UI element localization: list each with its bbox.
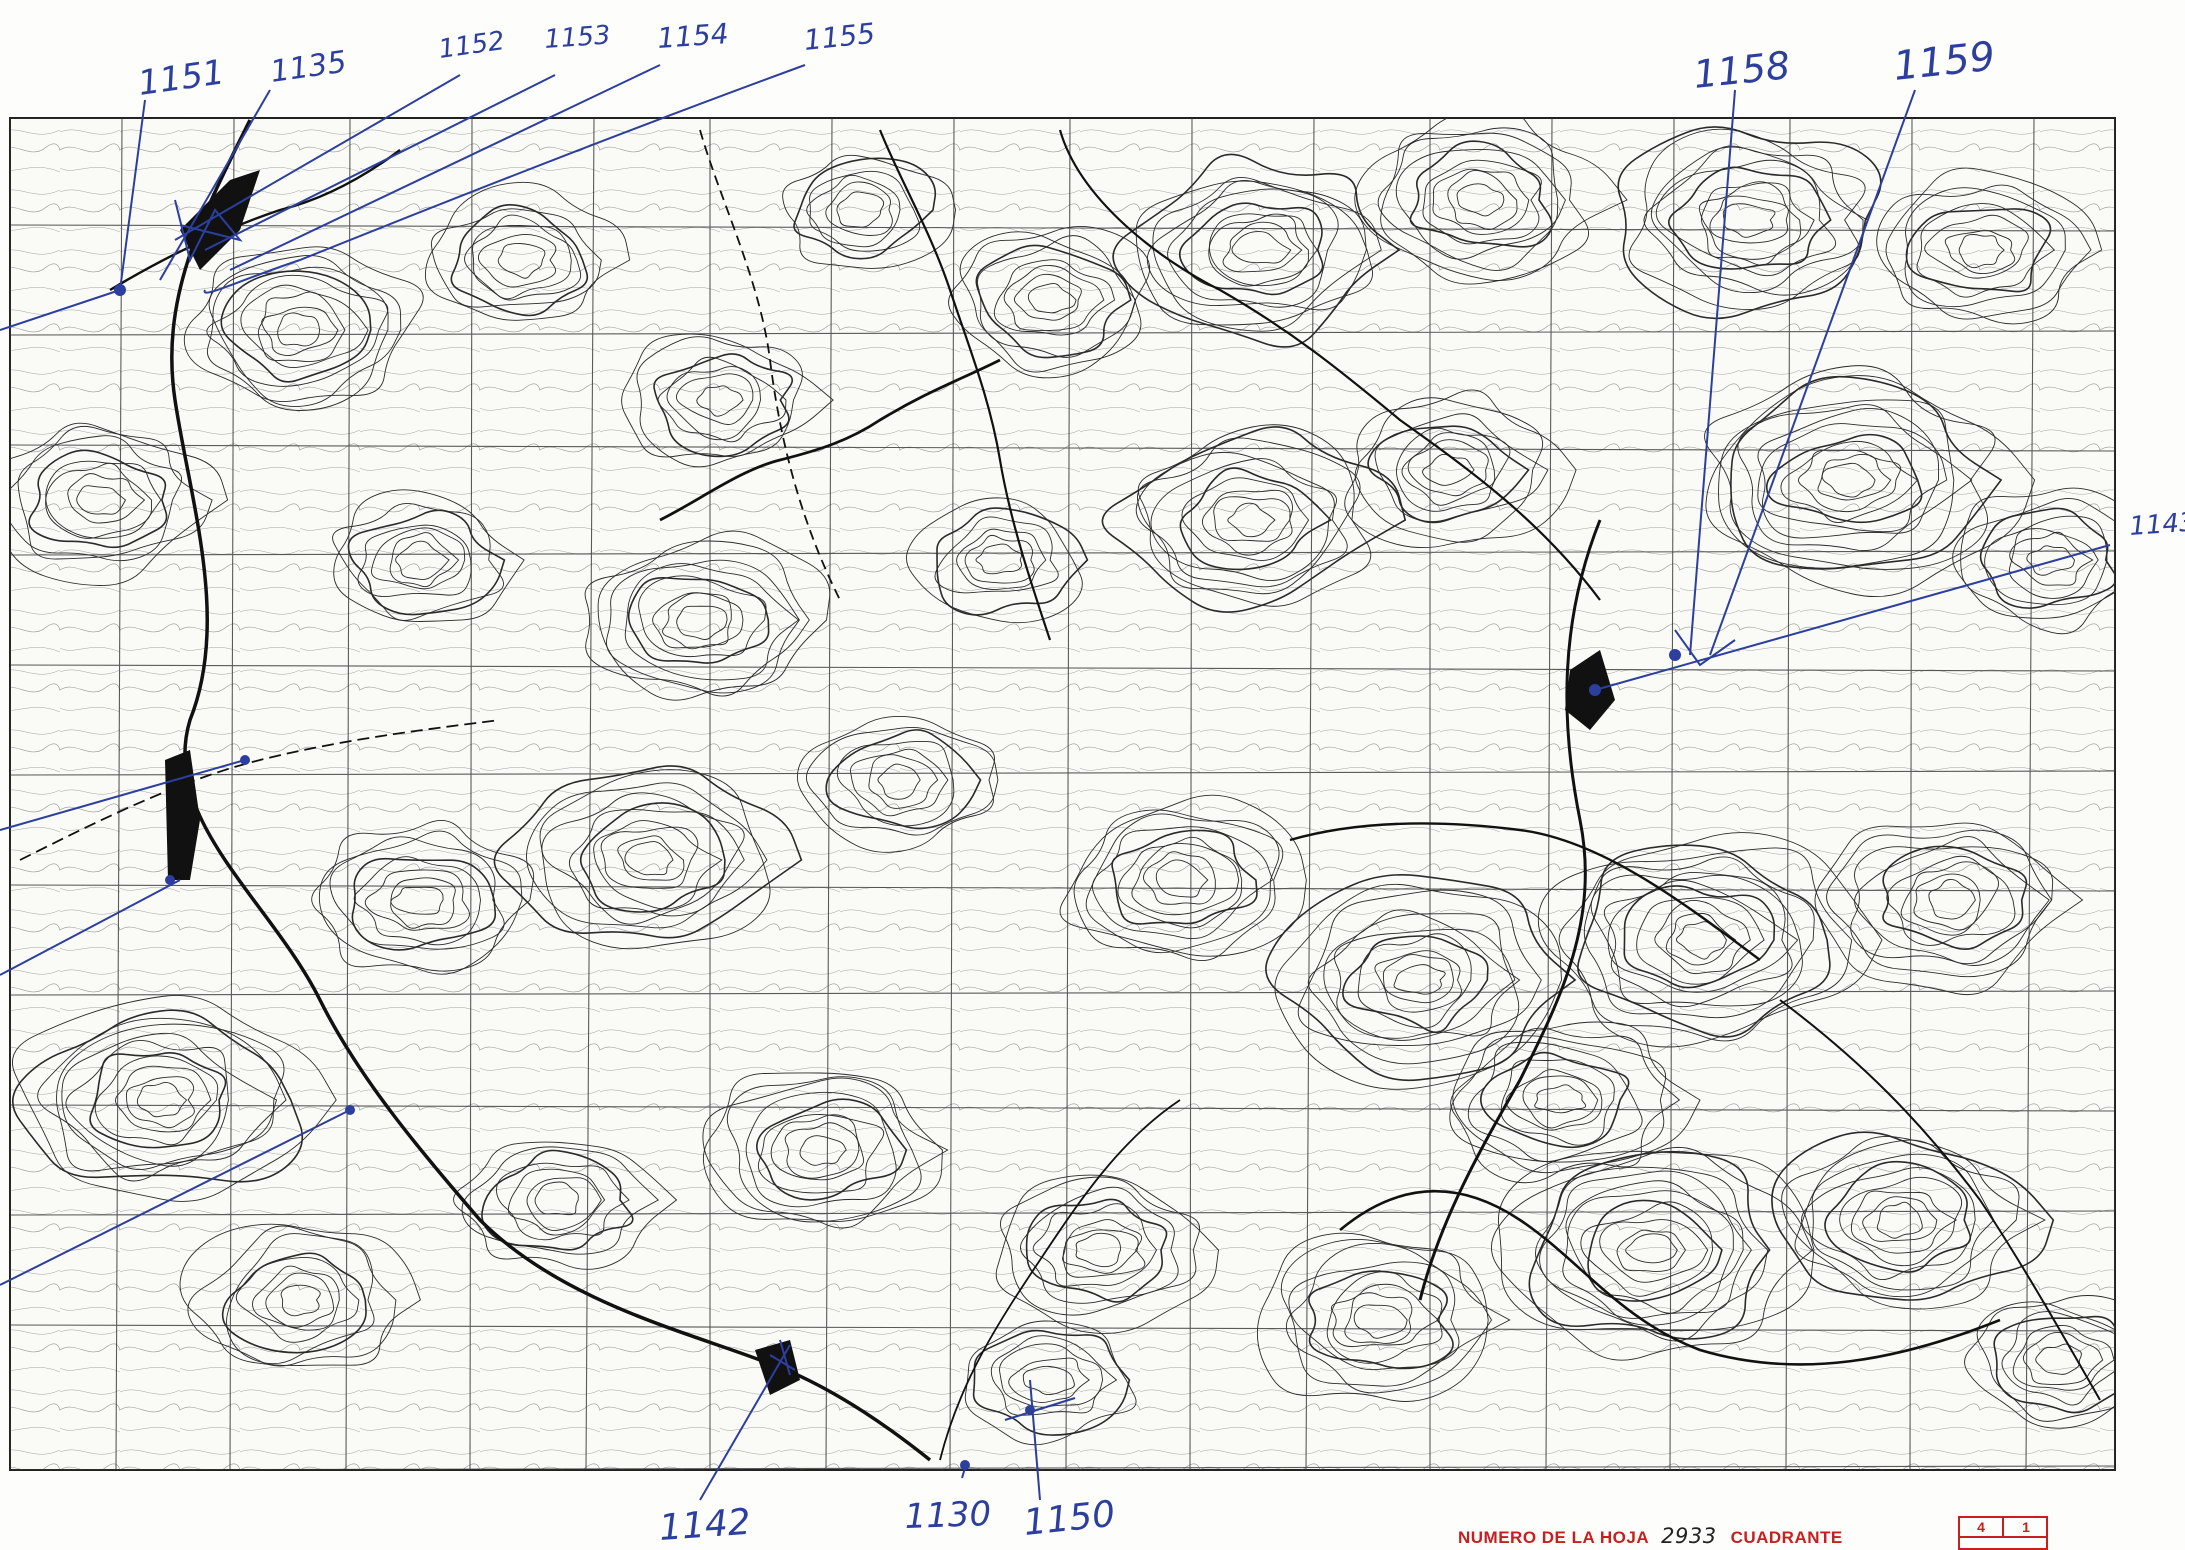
annotation-label: 1158 (1691, 43, 1792, 97)
survey-annotations (0, 64, 2111, 1501)
hoja-number: 2933 (1661, 1524, 1717, 1548)
contour-lines (10, 118, 2115, 1446)
annotation-label: 1154 (656, 17, 729, 55)
river-main-west (170, 119, 932, 1462)
hoja-label: NUMERO DE LA HOJA (1458, 1528, 1650, 1547)
river-southeast (1339, 1189, 2001, 1366)
road-east-south (1779, 999, 2101, 1401)
cuadrante-box: 4 1 (1958, 1516, 2048, 1550)
road-northwest (109, 149, 401, 292)
annotation-label: 1130 (904, 1494, 992, 1537)
road-central-east (1289, 822, 1761, 961)
annotation-label: 1151 (136, 52, 227, 104)
annotation-label: 1143 (2128, 507, 2185, 542)
river-central (659, 358, 1001, 522)
annotation-label: 1159 (1891, 34, 1997, 90)
river-east (1418, 519, 1602, 1301)
town-west (165, 750, 200, 880)
coordinate-grid (10, 118, 2115, 1470)
annotation-label: 1153 (543, 20, 611, 55)
sheet-footer: NUMERO DE LA HOJA 2933 CUADRANTE (1458, 1524, 1843, 1548)
road-south-central (939, 1099, 1181, 1461)
annotation-label: 1142 (658, 1502, 752, 1549)
cuadrante-cell: 1 (2004, 1518, 2048, 1538)
annotation-label: 1135 (268, 45, 348, 90)
annotation-label: 1150 (1022, 1494, 1117, 1544)
terrain-texture (10, 118, 2115, 1470)
roads-rivers (19, 119, 2101, 1462)
river-center-north (878, 129, 1052, 641)
survey-points (114, 284, 1681, 1470)
cuadrante-cell: 4 (1960, 1518, 2004, 1538)
cuadrante-label: CUADRANTE (1730, 1528, 1843, 1547)
annotation-label: 1155 (802, 17, 876, 57)
road-west (19, 719, 501, 861)
annotation-label: 1152 (437, 26, 507, 65)
road-north-central (699, 129, 841, 601)
road-northeast (1058, 129, 1601, 601)
town-northwest (180, 170, 260, 270)
